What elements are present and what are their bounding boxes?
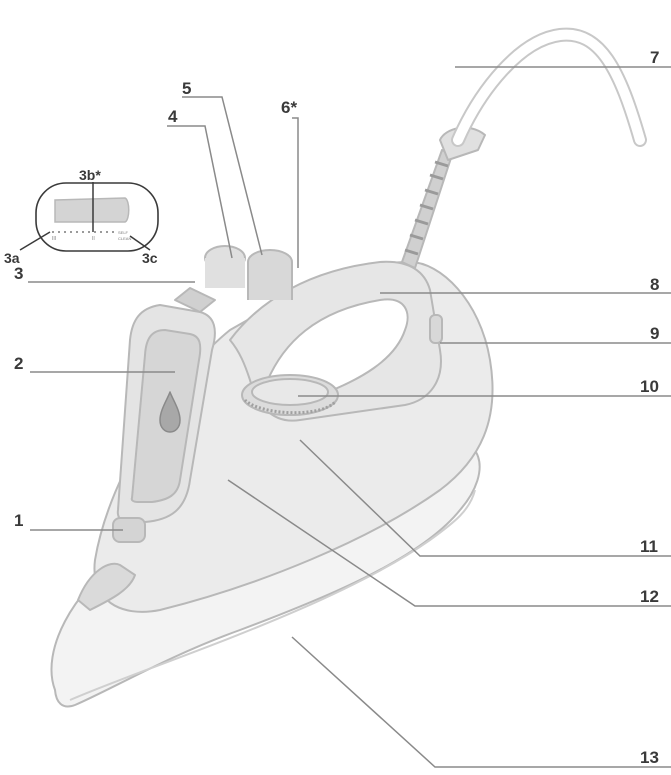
iron-body [50,126,494,708]
knob-5-body [248,262,292,300]
callout-7: 7 [650,48,660,67]
droplet-icon [159,391,181,433]
leader-13 [291,636,671,768]
inset-label-3a: 3a [4,250,20,266]
iron-tip [77,562,136,611]
callout-12: 12 [640,587,659,606]
slider-3 [174,287,216,313]
knob-4-body [205,258,245,288]
callout-13: 13 [640,748,659,767]
inset-slider [54,197,130,223]
inset-detail: III II SELF CLEAN [19,182,159,252]
soleplate-edge [69,489,476,701]
inset-mark-3a: III [52,236,56,242]
leader-lines [28,66,671,768]
callout-4: 4 [168,107,178,126]
svg-text:CLEAN: CLEAN [118,236,131,241]
leader-5 [182,96,263,256]
leader-4 [167,125,233,259]
heel-slot [429,314,443,344]
callout-1: 1 [14,511,24,530]
callout-11: 11 [640,537,658,556]
dial-ring [251,378,329,406]
callout-10: 10 [640,377,659,396]
cord-guard-rings [404,160,449,256]
callout-8: 8 [650,275,660,294]
inset-mark-3b: II [92,236,95,242]
inset-mark-3c: SELF [118,230,129,235]
inset-label-3b: 3b* [79,167,101,183]
inset-label-3c: 3c [142,250,158,266]
callout-3: 3 [14,264,24,283]
callout-9: 9 [650,324,660,343]
leader-6 [292,117,299,268]
callout-6: 6* [281,98,298,117]
leader-11 [299,439,671,557]
leader-12 [227,479,671,607]
callout-5: 5 [182,79,192,98]
callout-2: 2 [14,354,24,373]
